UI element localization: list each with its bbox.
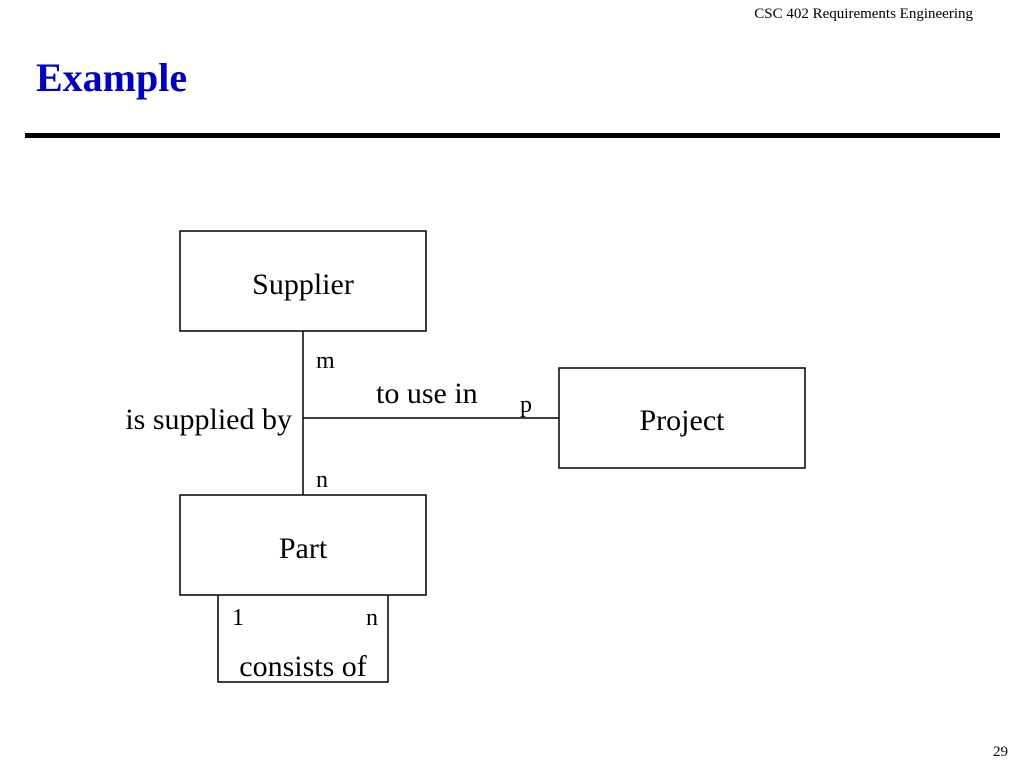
slide-title: Example bbox=[36, 55, 188, 100]
supplier-entity-box bbox=[179, 230, 427, 332]
page-number: 29 bbox=[993, 744, 1008, 760]
title-divider bbox=[25, 133, 1000, 138]
composition-left-cardinality: 1 bbox=[232, 605, 244, 631]
supplier-entity-label: Supplier bbox=[252, 268, 354, 301]
part-cardinality: n bbox=[316, 467, 328, 493]
composition-connector bbox=[217, 595, 389, 683]
course-header: CSC 402 Requirements Engineering bbox=[754, 6, 973, 22]
project-cardinality: p bbox=[520, 392, 532, 418]
supplier-cardinality: m bbox=[316, 348, 335, 374]
composition-right-cardinality: n bbox=[366, 605, 378, 631]
supply-relationship-label: is supplied by bbox=[125, 403, 292, 436]
use-relationship-label: to use in bbox=[376, 377, 478, 410]
composition-relationship-label: consists of bbox=[239, 650, 367, 683]
project-entity-label: Project bbox=[640, 404, 726, 437]
part-entity-label: Part bbox=[279, 532, 328, 565]
